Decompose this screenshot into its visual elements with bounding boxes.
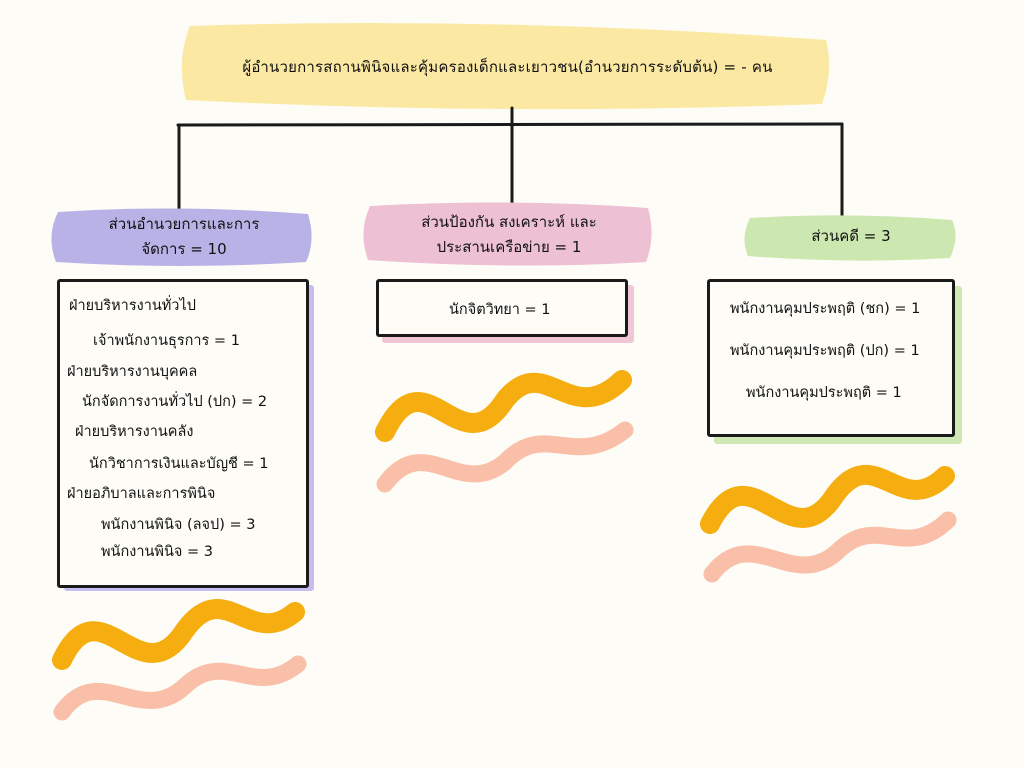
unit-name: ฝ่ายบริหารงานทั่วไป [69,298,196,314]
section-title-line: ส่วนคดี = 3 [811,226,891,245]
position-item: พนักงานคุมประพฤติ = 1 [746,385,902,401]
section-title-cases: ส่วนคดี = 3 [746,214,956,258]
position-item: นักจัดการงานทั่วไป (ปก) = 2 [82,394,268,410]
section-title-line: จัดการ = 10 [141,240,227,258]
wave-decoration-right [700,464,957,583]
position-item: นักจิตวิทยา = 1 [449,302,551,318]
section-box-cases: พนักงานคุมประพฤติ (ชก) = 1 พนักงานคุมประ… [707,279,955,437]
section-box-prevention: นักจิตวิทยา = 1 [376,279,628,337]
position-item: พนักงานคุมประพฤติ (ชก) = 1 [730,301,921,317]
section-pill-admin [51,208,312,266]
header-highlight [181,23,830,110]
section-title-line: ส่วนอำนวยการและการ [108,215,260,233]
section-pill-prevention [363,202,652,266]
section-title-admin: ส่วนอำนวยการและการ จัดการ = 10 [56,208,312,266]
director-title: ผู้อำนวยการสถานพินิจและคุ้มครองเด็กและเย… [242,58,773,76]
position-item: เจ้าพนักงานธุรการ = 1 [93,333,240,349]
section-pill-cases [744,215,956,261]
unit-name: ฝ่ายอภิบาลและการพินิจ [67,486,216,502]
section-box-admin: ฝ่ายบริหารงานทั่วไป เจ้าพนักงานธุรการ = … [57,279,309,588]
position-item: นักวิชาการเงินและบัญชี = 1 [89,456,269,472]
position-item: พนักงานพินิจ (ลจป) = 3 [101,517,256,533]
section-title-prevention: ส่วนป้องกัน สงเคราะห์ และ ประสานเครือข่า… [366,204,652,266]
unit-name: ฝ่ายบริหารงานบุคคล [67,364,198,380]
wave-decoration-left [52,599,307,721]
position-item: พนักงานพินิจ = 3 [101,544,213,560]
unit-name: ฝ่ายบริหารงานคลัง [75,424,194,440]
wave-decoration-middle [375,370,634,493]
org-connectors [176,106,844,218]
section-title-line: ส่วนป้องกัน สงเคราะห์ และ [421,213,597,231]
position-item: พนักงานคุมประพฤติ (ปก) = 1 [730,343,920,359]
section-title-line: ประสานเครือข่าย = 1 [436,238,582,256]
